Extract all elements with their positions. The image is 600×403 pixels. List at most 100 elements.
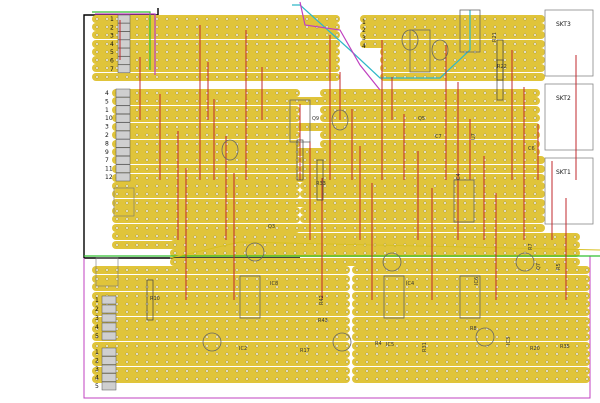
pad-hole: [413, 133, 417, 137]
pad-hole: [585, 335, 589, 339]
pad-hole: [383, 226, 387, 230]
pad-hole: [325, 352, 329, 356]
pad-hole: [195, 75, 199, 79]
pad-hole: [355, 327, 359, 331]
pad-hole: [455, 277, 459, 281]
pad-hole: [423, 142, 427, 146]
pad-hole: [425, 294, 429, 298]
pad-hole: [433, 58, 437, 62]
pad-hole: [195, 42, 199, 46]
pad-hole: [323, 226, 327, 230]
pad-hole: [225, 302, 229, 306]
pad-hole: [503, 209, 507, 213]
pad-hole: [453, 58, 457, 62]
pad-hole: [503, 158, 507, 162]
pad-hole: [185, 116, 189, 120]
pad-hole: [315, 75, 319, 79]
pad-hole: [463, 99, 467, 103]
pad-hole: [505, 360, 509, 364]
pad-hole: [555, 277, 559, 281]
pad-hole: [303, 201, 307, 205]
pad-hole: [235, 33, 239, 37]
pad-hole: [275, 116, 279, 120]
pad-hole: [463, 33, 467, 37]
pad-hole: [463, 150, 467, 154]
pad-hole: [305, 58, 309, 62]
pad-hole: [215, 158, 219, 162]
pad-hole: [293, 260, 297, 264]
pad-hole: [305, 33, 309, 37]
pad-hole: [465, 310, 469, 314]
pad-hole: [513, 17, 517, 21]
pad-hole: [493, 125, 497, 129]
pad-hole: [353, 150, 357, 154]
pad-hole: [285, 58, 289, 62]
pad-hole: [355, 352, 359, 356]
pad-hole: [413, 66, 417, 70]
pad-hole: [485, 319, 489, 323]
pad-hole: [455, 327, 459, 331]
pad-hole: [225, 352, 229, 356]
pad-hole: [343, 217, 347, 221]
pad-hole: [295, 226, 299, 230]
pad-hole: [353, 91, 357, 95]
pad-hole: [205, 17, 209, 21]
pad-hole: [555, 285, 559, 289]
pad-hole: [135, 209, 139, 213]
pad-hole: [433, 142, 437, 146]
resistor-outline: [146, 279, 154, 321]
pad-hole: [245, 217, 249, 221]
pad-hole: [155, 294, 159, 298]
pad-hole: [125, 217, 129, 221]
pad-hole: [135, 116, 139, 120]
pad-hole: [255, 268, 259, 272]
pad-hole: [403, 192, 407, 196]
pad-hole: [425, 285, 429, 289]
pad-hole: [333, 209, 337, 213]
pad-hole: [425, 344, 429, 348]
pad-hole: [483, 25, 487, 29]
pad-hole: [135, 176, 139, 180]
pad-hole: [225, 66, 229, 70]
pad-hole: [215, 310, 219, 314]
pad-hole: [383, 50, 387, 54]
pad-hole: [425, 277, 429, 281]
pad-hole: [235, 217, 239, 221]
pad-hole: [225, 310, 229, 314]
pad-hole: [215, 377, 219, 381]
pad-hole: [423, 33, 427, 37]
pad-hole: [513, 99, 517, 103]
pad-hole: [385, 285, 389, 289]
pad-hole: [585, 268, 589, 272]
pad-hole: [413, 58, 417, 62]
pad-hole: [483, 33, 487, 37]
pad-hole: [383, 99, 387, 103]
pad-hole: [105, 268, 109, 272]
pad-hole: [165, 42, 169, 46]
pad-hole: [375, 277, 379, 281]
pad-hole: [533, 75, 537, 79]
pad-hole: [453, 251, 457, 255]
pad-hole: [455, 377, 459, 381]
pad-hole: [275, 75, 279, 79]
pad-hole: [165, 277, 169, 281]
pad-hole: [423, 116, 427, 120]
pad-hole: [413, 235, 417, 239]
pad-hole: [383, 42, 387, 46]
pad-hole: [383, 17, 387, 21]
pad-hole: [503, 192, 507, 196]
pad-hole: [255, 184, 259, 188]
pad-hole: [285, 66, 289, 70]
pad-hole: [145, 234, 149, 238]
pad-hole: [145, 50, 149, 54]
strip-lower-right-1: [352, 275, 590, 283]
pad-hole: [423, 108, 427, 112]
header-pin-box: [117, 14, 131, 24]
pad-hole: [155, 209, 159, 213]
pad-hole: [345, 344, 349, 348]
pad-hole: [275, 209, 279, 213]
pad-hole: [355, 285, 359, 289]
pad-hole: [543, 235, 547, 239]
pad-hole: [165, 167, 169, 171]
pad-hole: [295, 268, 299, 272]
